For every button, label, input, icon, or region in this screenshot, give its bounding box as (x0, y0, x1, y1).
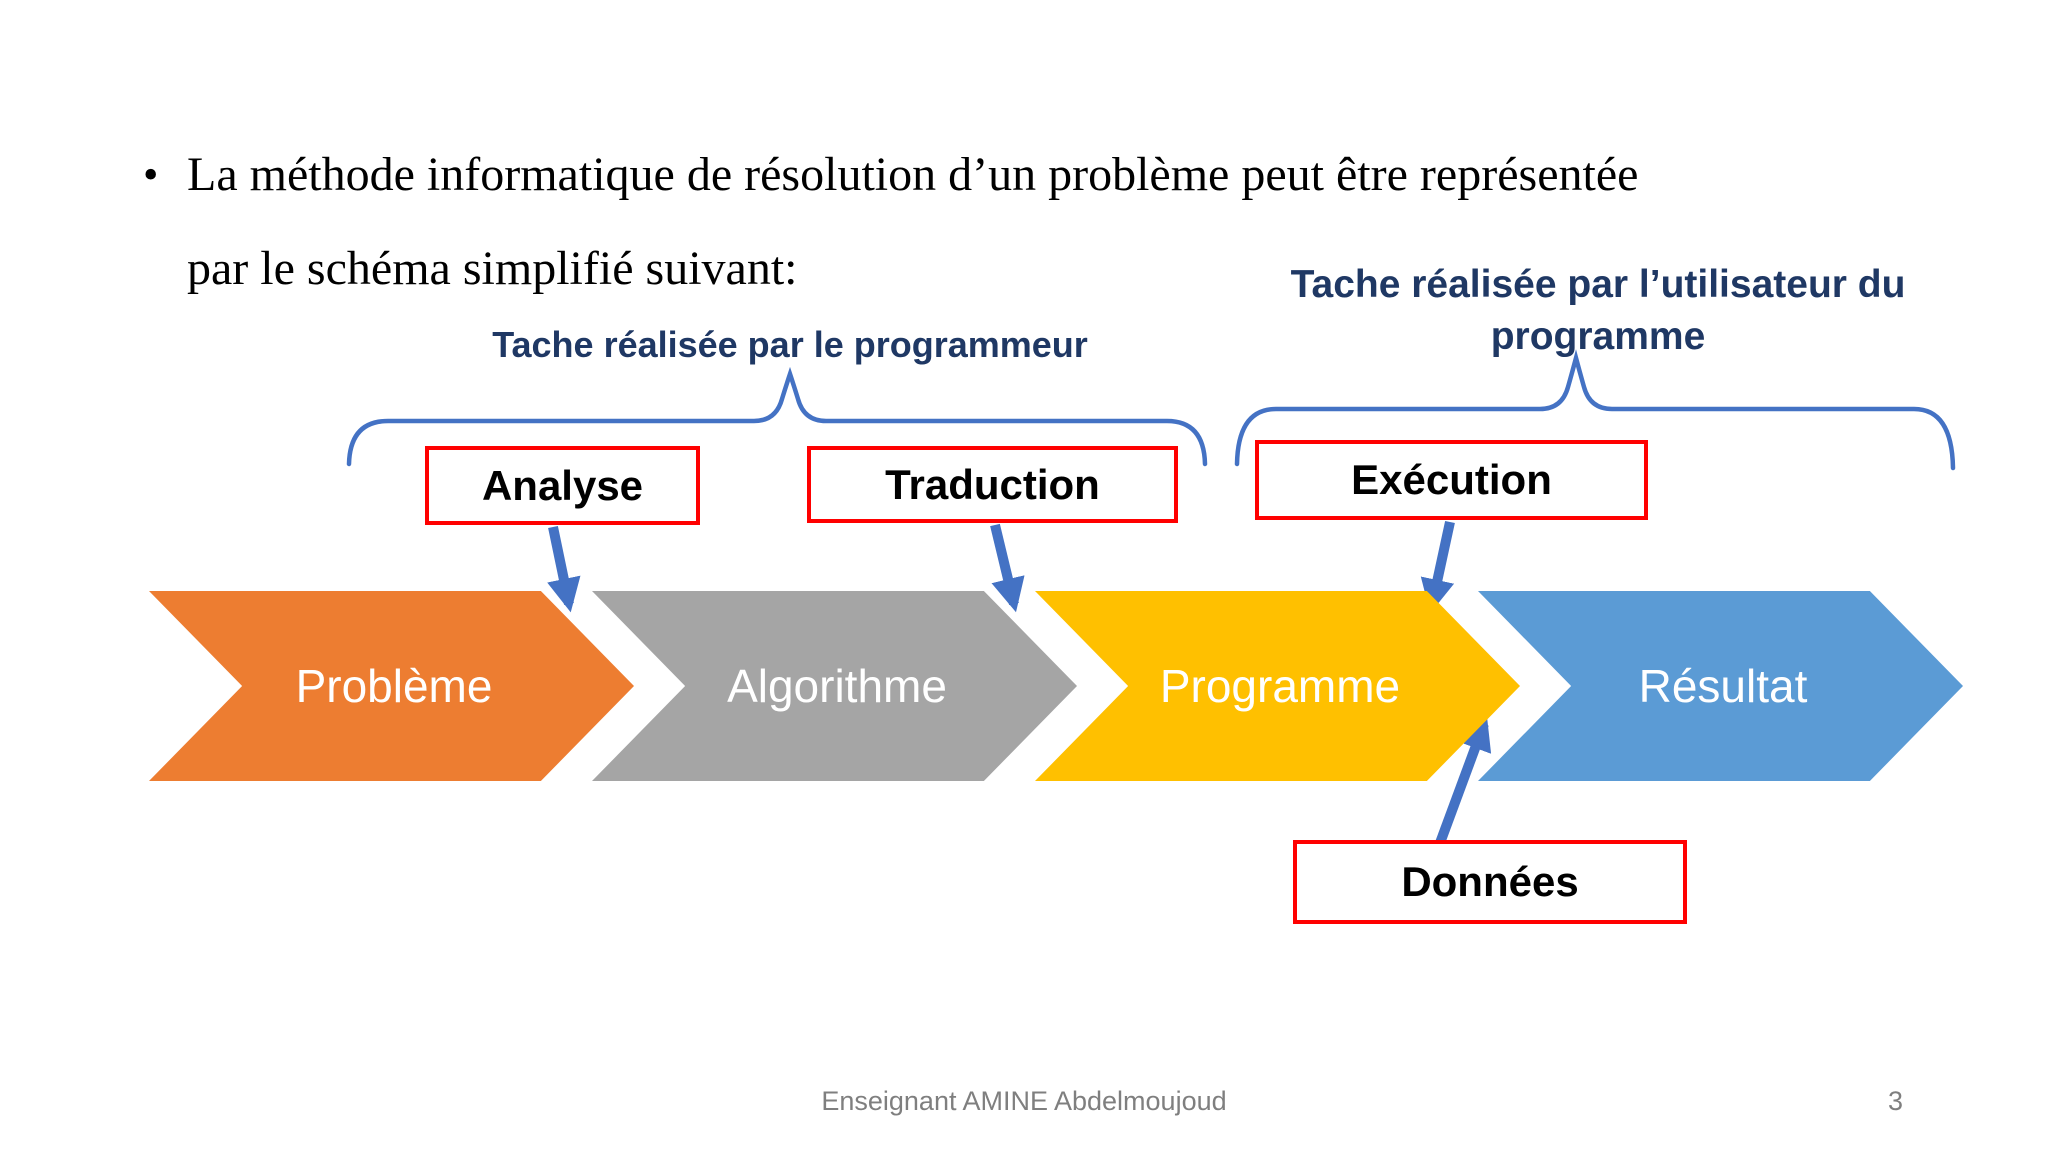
chevron-programme-label: Programme (1159, 660, 1401, 712)
chevron-probleme-label: Problème (295, 660, 493, 712)
bullet-text-line1: La méthode informatique de résolution d’… (187, 148, 1639, 201)
bullet-text: La méthode informatique de résolution d’… (187, 128, 1973, 316)
bullet-text-line2: par le schéma simplifié suivant: (187, 242, 798, 295)
footer-author: Enseignant AMINE Abdelmoujoud (821, 1086, 1227, 1116)
chevron-probleme: Problème (149, 591, 634, 781)
chevron-algorithme: Algorithme (592, 591, 1077, 781)
chevron-algorithme-label: Algorithme (727, 660, 947, 712)
analyse-arrow (547, 525, 581, 613)
execution-arrow (1420, 520, 1455, 614)
bullet-paragraph: • La méthode informatique de résolution … (143, 128, 1973, 316)
footer-page-number: 3 (1888, 1086, 1904, 1116)
execution-box: Exécution (1255, 440, 1648, 520)
analyse-box: Analyse (425, 446, 700, 525)
donnees-box-label: Données (1401, 858, 1579, 905)
user-task-label-line1: Tache réalisée par l’utilisateur du (1290, 263, 1906, 306)
bullet-marker: • (143, 150, 159, 199)
chevron-resultat-label: Résultat (1638, 660, 1808, 712)
chevron-programme: Programme (1035, 591, 1520, 781)
traduction-box: Traduction (807, 446, 1178, 523)
chevron-resultat: Résultat (1478, 591, 1963, 781)
donnees-box: Données (1293, 840, 1687, 924)
programmer-task-label: Tache réalisée par le programmeur (492, 324, 1088, 365)
traduction-arrow (990, 523, 1025, 613)
user-task-label: Tache réalisée par l’utilisateur du prog… (1290, 259, 1906, 363)
user-task-label-line2: programme (1490, 315, 1706, 358)
traduction-box-label: Traduction (885, 460, 1100, 508)
execution-box-label: Exécution (1351, 456, 1552, 503)
analyse-box-label: Analyse (481, 461, 644, 509)
